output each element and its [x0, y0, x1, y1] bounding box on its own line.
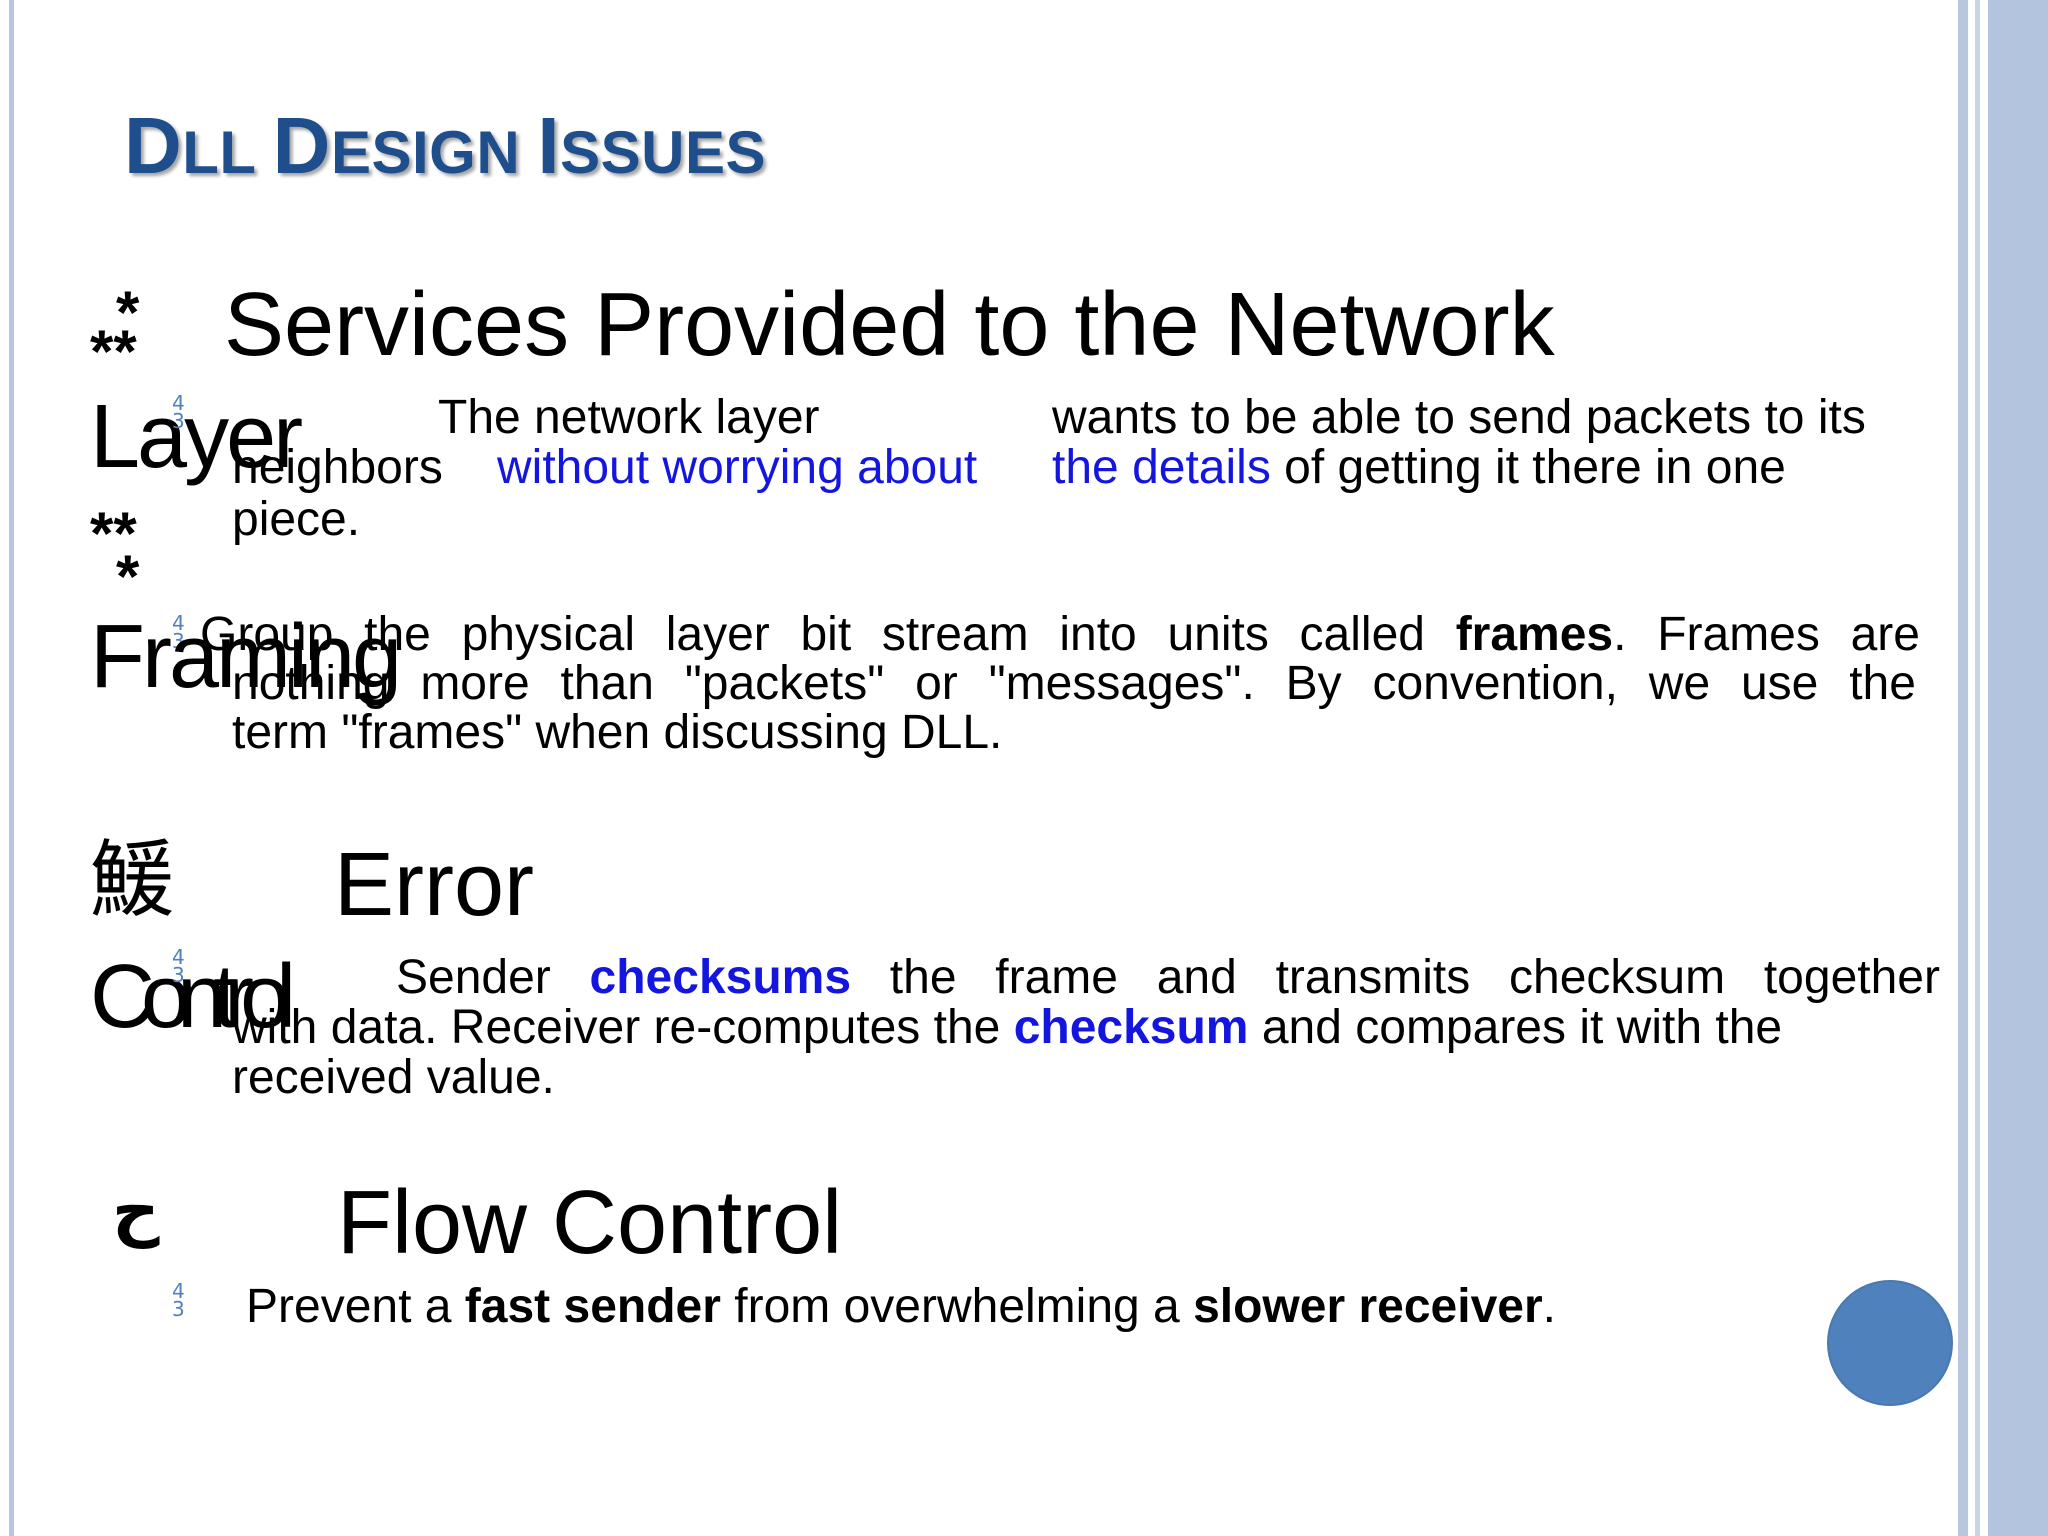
slide-border-right-inner — [1975, 0, 1980, 1536]
body-text: The network layer — [438, 391, 820, 444]
slide-border-left — [9, 0, 14, 1536]
body-text: neighbors — [232, 441, 443, 494]
section-heading: Services Provided to the Network — [224, 275, 1555, 375]
slide-title: DLL DESIGN ISSUES — [124, 101, 766, 190]
body-text: with data. Receiver re-computes the chec… — [232, 1001, 1783, 1054]
section-heading: Flow Control — [337, 1173, 843, 1273]
bullet-glyph-icon: 鰀 — [90, 831, 175, 929]
bullet-asterisk-icon: * — [116, 279, 140, 346]
body-text: wants to be able to send packets to its — [1052, 391, 1866, 444]
body-text: term "frames" when discussing DLL. — [232, 706, 1003, 759]
body-text: piece. — [232, 493, 361, 546]
highlight-text: without worrying about — [497, 441, 978, 494]
body-text: Prevent a fast sender from overwhelming … — [246, 1280, 1556, 1333]
section-heading: Error — [334, 835, 534, 935]
body-text: received value. — [232, 1051, 555, 1104]
bullet-asterisk-icon: * — [116, 543, 140, 610]
bullet-asterisk-icon: ** — [90, 318, 137, 385]
slide-border-right — [1958, 0, 1968, 1536]
section-heading: Framing — [90, 607, 402, 707]
bullet-glyph-icon: ح — [112, 1172, 160, 1249]
slide-side-band — [1988, 0, 2048, 1536]
section-heading-overflow: Layer — [90, 387, 303, 487]
body-text: the details of getting it there in one — [1052, 441, 1786, 494]
section-heading-overflow: Control — [90, 947, 296, 1047]
bullet-asterisk-icon: ** — [90, 500, 137, 567]
decorative-circle — [1827, 1280, 1953, 1406]
